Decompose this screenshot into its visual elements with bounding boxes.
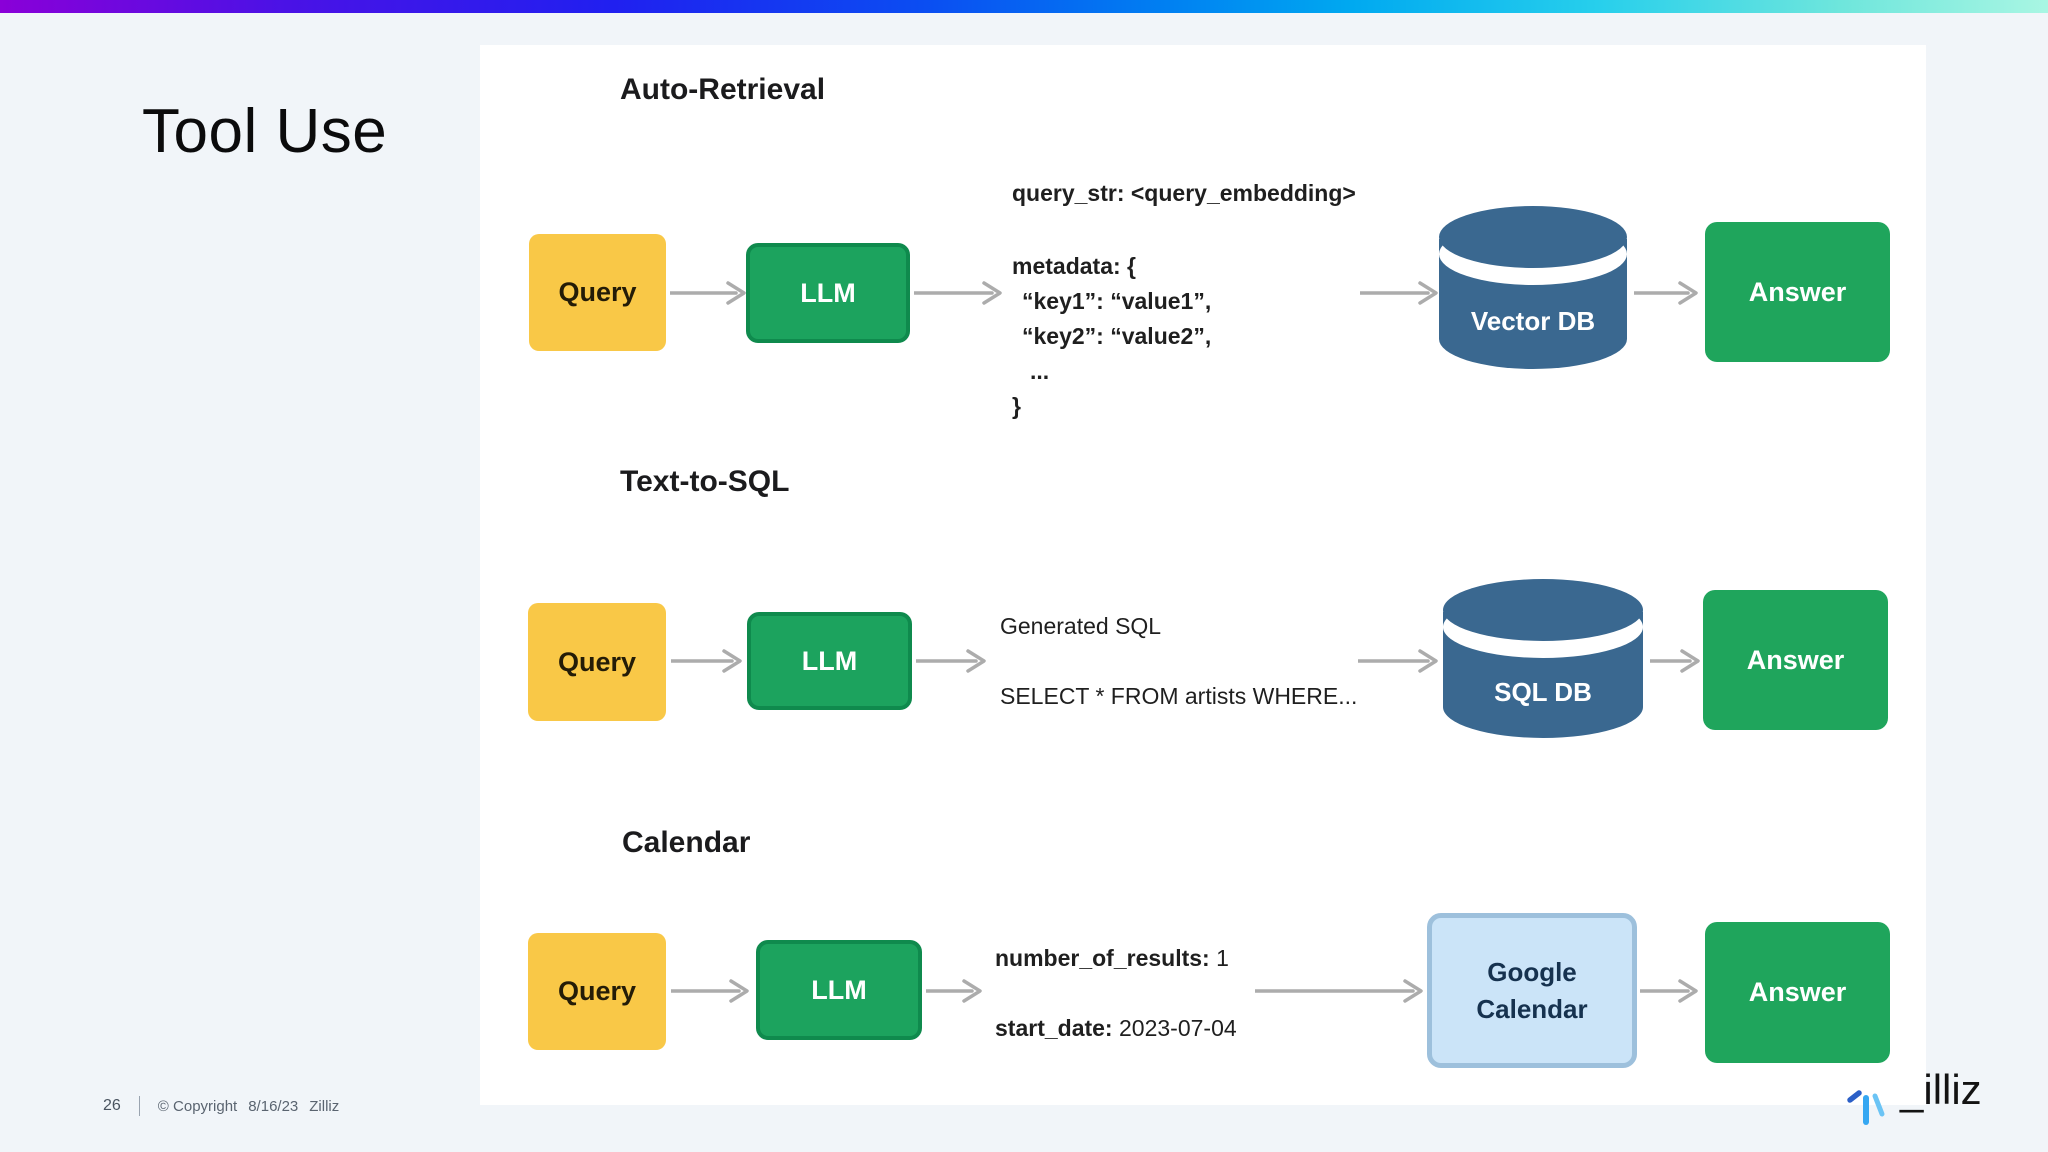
generated-sql-title: Generated SQL	[1000, 613, 1162, 639]
annotation-line: metadata: {	[1012, 253, 1136, 279]
slide-footer: 26 © Copyright 8/16/23 Zilliz	[103, 1096, 350, 1116]
annotation-label: number_of_results:	[995, 945, 1210, 971]
arrow-icon	[1640, 979, 1698, 1003]
answer-node-label: Answer	[1746, 644, 1845, 675]
calendar-annotation-line: start_date: 2023-07-04	[995, 1015, 1237, 1042]
footer-divider	[138, 1096, 140, 1116]
page-title: Tool Use	[142, 97, 388, 166]
annotation-line: }	[1012, 393, 1021, 419]
content-panel	[480, 45, 1926, 1105]
database-cylinder: SQL DB	[1440, 577, 1646, 743]
sql-db-label: SQL DB	[1494, 676, 1592, 707]
arrow-icon	[1358, 649, 1438, 673]
section-heading-calendar: Calendar	[622, 826, 751, 859]
auto-retrieval-annotation: query_str: <query_embedding> metadata: {…	[1012, 176, 1356, 424]
google-calendar-label: Google Calendar	[1476, 957, 1588, 1024]
calendar-annotation-line: number_of_results: 1	[995, 945, 1229, 972]
google-calendar-node: Google Calendar	[1427, 913, 1637, 1068]
annotation-line: “key1”: “value1”,	[1022, 288, 1212, 314]
annotation-line: “key2”: “value2”,	[1022, 323, 1212, 349]
arrow-icon	[926, 979, 982, 1003]
llm-node: LLM	[747, 612, 912, 710]
query-node: Query	[528, 933, 666, 1050]
page-number: 26	[103, 1097, 121, 1114]
vector-db-label: Vector DB	[1470, 306, 1596, 337]
annotation-value: 2023-07-04	[1112, 1015, 1237, 1041]
arrow-icon	[1634, 281, 1698, 305]
query-node-label: Query	[557, 646, 637, 677]
gradient-accent-bar	[0, 0, 2048, 13]
query-node: Query	[528, 603, 666, 721]
llm-node: LLM	[746, 243, 910, 343]
arrow-icon	[1255, 979, 1423, 1003]
arrow-icon	[671, 649, 742, 673]
query-node-label: Query	[557, 976, 637, 1006]
llm-node-label: LLM	[811, 974, 867, 1005]
zilliz-logo: _illiz	[1844, 1062, 2044, 1132]
annotation-line: ...	[1030, 358, 1050, 384]
database-cylinder: Vector DB	[1437, 203, 1629, 375]
answer-node: Answer	[1703, 590, 1888, 730]
annotation-value: 1	[1209, 945, 1229, 971]
footer-date: 8/16/23	[248, 1097, 299, 1115]
answer-node-label: Answer	[1748, 977, 1847, 1007]
zilliz-logo-text: _illiz	[1900, 1066, 1982, 1113]
answer-node: Answer	[1705, 222, 1890, 362]
database-cylinder-shape	[1439, 206, 1627, 369]
footer-company: Zilliz	[309, 1097, 340, 1115]
section-heading-text-to-sql: Text-to-SQL	[620, 465, 790, 498]
zilliz-spark-icon	[1847, 1090, 1885, 1125]
answer-node-label: Answer	[1748, 276, 1847, 307]
arrow-icon	[1650, 649, 1700, 673]
arrow-icon	[1360, 281, 1438, 305]
annotation-label: start_date:	[995, 1015, 1113, 1041]
annotation-line: query_str: <query_embedding>	[1012, 180, 1356, 206]
generated-sql-body: SELECT * FROM artists WHERE...	[1000, 683, 1358, 709]
database-cylinder-shape	[1443, 579, 1643, 738]
query-node-label: Query	[558, 277, 637, 307]
llm-node: LLM	[756, 940, 922, 1040]
query-node: Query	[529, 234, 666, 351]
arrow-icon	[914, 281, 1002, 305]
section-heading-auto-retrieval: Auto-Retrieval	[620, 73, 826, 106]
answer-node: Answer	[1705, 922, 1890, 1063]
llm-node-label: LLM	[801, 645, 858, 676]
llm-node-label: LLM	[800, 277, 856, 308]
copyright-text: © Copyright	[157, 1097, 238, 1115]
arrow-icon	[670, 281, 746, 305]
arrow-icon	[671, 979, 749, 1003]
arrow-icon	[916, 649, 986, 673]
